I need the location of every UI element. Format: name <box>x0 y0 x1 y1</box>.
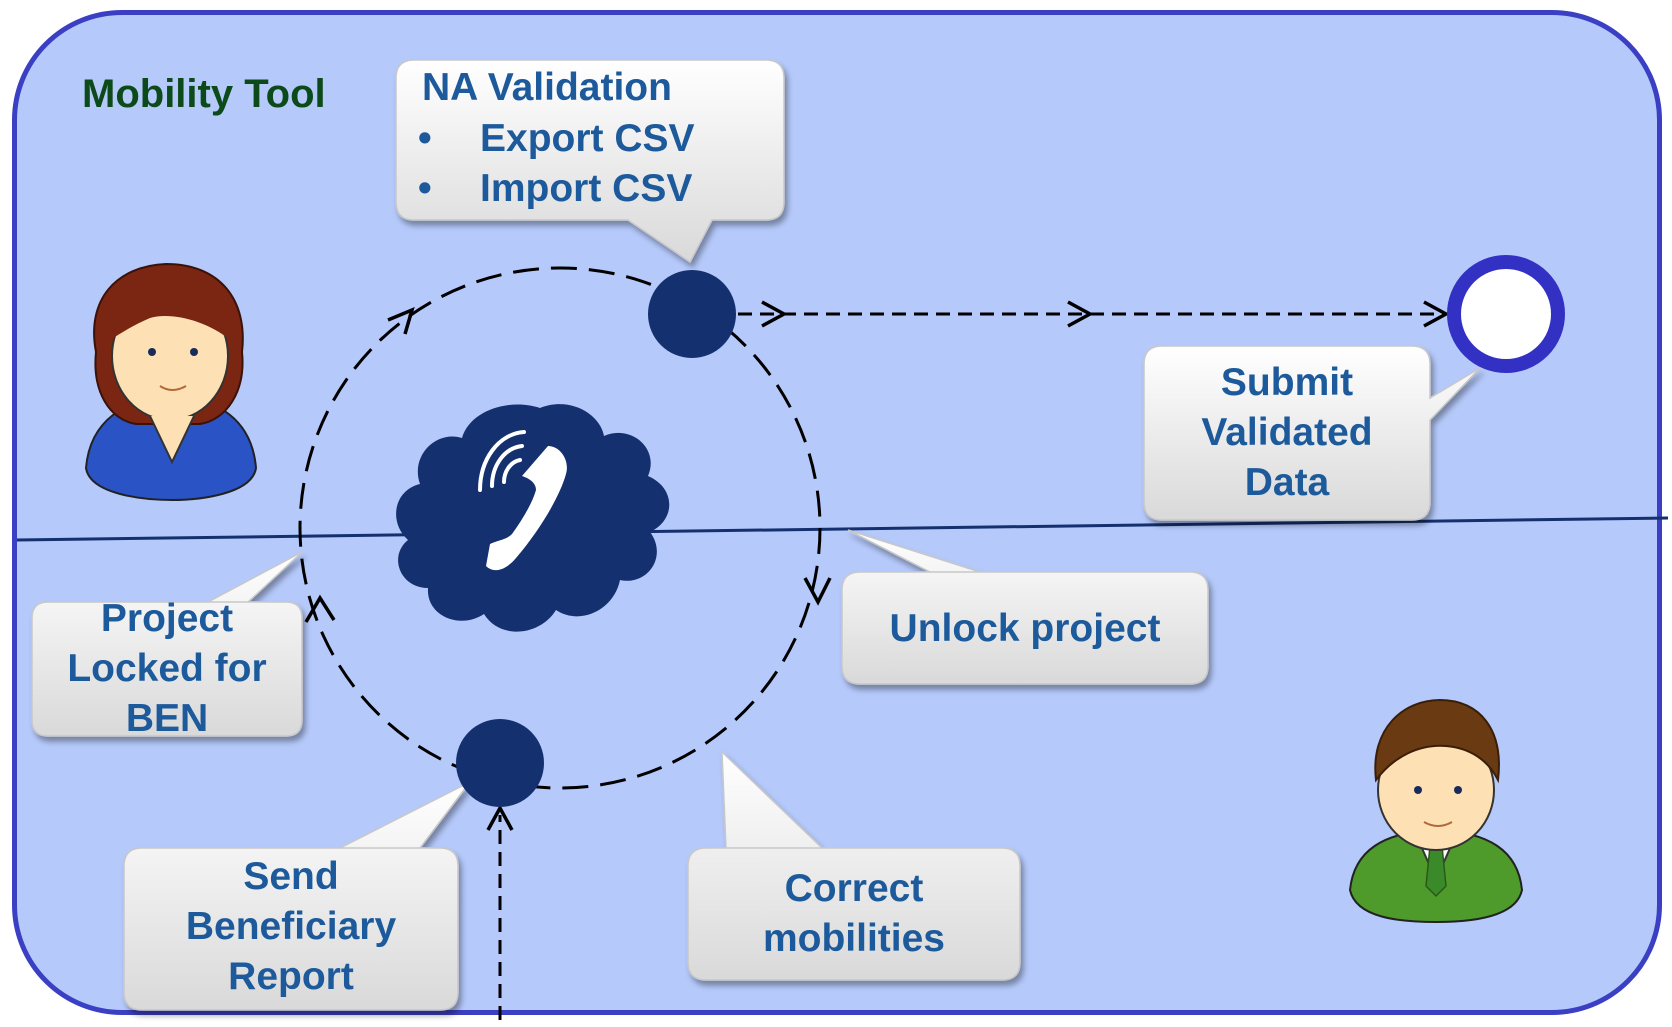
phone-cloud-icon <box>396 404 670 632</box>
na-validation-node <box>648 270 736 358</box>
send-label: Send Beneficiary Report <box>185 855 397 998</box>
na-validation-heading: NA Validation <box>422 66 672 109</box>
submit-flow-arrowhead-3 <box>1423 300 1450 328</box>
na-validation-list: •Export CSV •Import CSV <box>418 114 695 214</box>
correct-callout <box>687 750 1021 981</box>
unlock-label: Unlock project <box>889 607 1161 650</box>
submit-flow-arrowhead-2 <box>1067 300 1094 328</box>
locked-callout <box>31 551 303 737</box>
cycle-arrow-left <box>304 594 336 623</box>
role-divider-line <box>16 516 1669 542</box>
submit-end-node <box>1447 255 1565 373</box>
na-validation-item: •Import CSV <box>418 167 693 210</box>
send-callout <box>123 781 471 1011</box>
na-validation-callout <box>395 59 785 264</box>
cycle-arrow-right <box>803 577 832 606</box>
cycle-arrow-top-left <box>387 306 415 335</box>
woman-avatar-icon <box>84 262 258 502</box>
submit-flow-arrowhead-1 <box>761 300 788 328</box>
submit-label: Submit Validated Data <box>1201 361 1373 504</box>
submit-callout <box>1143 345 1481 521</box>
correct-label: Correct mobilities <box>762 867 946 960</box>
unlock-callout <box>841 529 1209 685</box>
na-validation-item: •Export CSV <box>418 117 695 160</box>
report-input-arrowhead <box>486 804 514 831</box>
validation-cycle-circle <box>298 266 822 790</box>
locked-label: Project Locked for BEN <box>67 597 267 740</box>
diagram-title: Mobility Tool <box>82 72 326 116</box>
man-avatar-icon <box>1348 698 1524 924</box>
send-report-node <box>456 719 544 807</box>
